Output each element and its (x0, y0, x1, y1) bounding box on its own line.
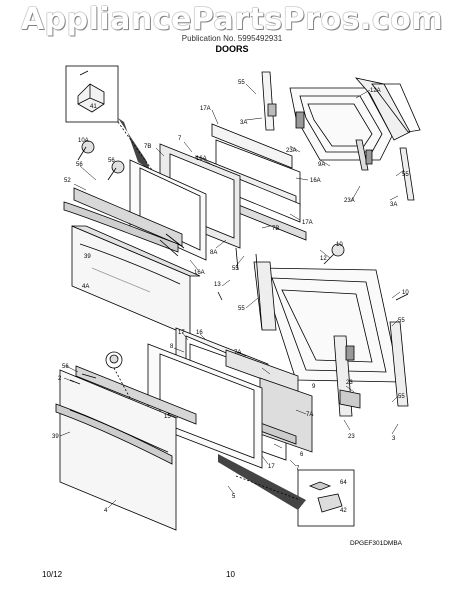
callout-17: 17 (178, 330, 185, 336)
inset-41 (65, 65, 197, 233)
callout-23-lower: 23 (348, 434, 355, 440)
callout-56: 56 (76, 162, 83, 168)
callout-2: 2 (58, 376, 62, 382)
callout-10: 10 (336, 242, 343, 248)
callout-56-screw: 56 (108, 158, 115, 164)
callout-16a: 16A (196, 156, 207, 162)
drawing-id: DPGEF301DMBA (350, 540, 403, 547)
callout-7b-lower: 7B (272, 226, 279, 232)
callout-12a: 12A (370, 88, 381, 94)
callout-55-side: 55 (398, 318, 405, 324)
callout-41: 41 (90, 104, 97, 110)
callout-3a: 3A (240, 120, 247, 126)
upper-outer-door (63, 187, 201, 337)
callout-39-upper: 39 (84, 254, 91, 260)
callout-6: 6 (300, 452, 304, 458)
leader-lines (59, 83, 405, 509)
section-title: DOORS (215, 44, 249, 54)
callout-10-right: 10 (402, 290, 409, 296)
lower-screws (69, 351, 131, 399)
callout-55-mid: 55 (232, 266, 239, 272)
callout-13: 13 (214, 282, 221, 288)
callout-12: 12 (320, 256, 327, 262)
callout-7b: 7B (144, 144, 151, 150)
callout-42: 42 (340, 508, 347, 514)
callout-55-right: 55 (402, 172, 409, 178)
inset-64-42 (218, 454, 355, 527)
callout-8: 8 (170, 344, 174, 350)
callout-23: 23 (346, 380, 353, 386)
callout-64: 64 (340, 480, 347, 486)
callout-labels: 41 55 12A 3A 17A 7 7B 16A 23A 9A 10A 56 … (52, 80, 409, 514)
callout-7a-lower: 7A (306, 412, 313, 418)
callout-10a: 10A (78, 138, 89, 144)
upper-screws (77, 140, 409, 301)
watermark: AppliancePartsPros.com (20, 2, 444, 37)
callout-16a-right: 16A (310, 178, 321, 184)
callout-7: 7 (178, 136, 182, 142)
callout-9a: 9A (318, 162, 325, 168)
callout-3a-right: 3A (390, 202, 397, 208)
callout-5: 5 (232, 494, 236, 500)
callout-55-lower-right: 55 (398, 394, 405, 400)
callout-4a: 4A (82, 284, 89, 290)
footer-page-number: 10 (226, 570, 235, 579)
callout-9: 9 (312, 384, 316, 390)
callout-16: 16 (196, 330, 203, 336)
callout-52: 52 (64, 178, 71, 184)
callout-16a-bottom: 16A (194, 270, 205, 276)
callout-17a: 17A (200, 106, 211, 112)
callout-17-lower: 17 (268, 464, 275, 470)
callout-3: 3 (392, 436, 396, 442)
callout-7-lower: 7 (296, 466, 300, 472)
publication-subtitle: Publication No. 5995492931 (181, 34, 283, 43)
callout-17a-lower: 17A (302, 220, 313, 226)
lower-door-liner (253, 253, 409, 417)
callout-8a: 8A (210, 250, 217, 256)
callout-4: 4 (104, 508, 108, 514)
callout-23a-right: 23A (344, 198, 355, 204)
callout-56-lower: 56 (62, 364, 69, 370)
callout-55-lower: 55 (238, 306, 245, 312)
callout-23a: 23A (286, 148, 297, 154)
callout-55: 55 (238, 80, 245, 86)
upper-glass-panes (129, 123, 307, 261)
callout-15: 15 (164, 414, 171, 420)
callout-39-lower: 39 (52, 434, 59, 440)
footer-date: 10/12 (42, 570, 63, 579)
lower-outer-door (55, 365, 197, 531)
callout-7a: 7A (234, 350, 241, 356)
